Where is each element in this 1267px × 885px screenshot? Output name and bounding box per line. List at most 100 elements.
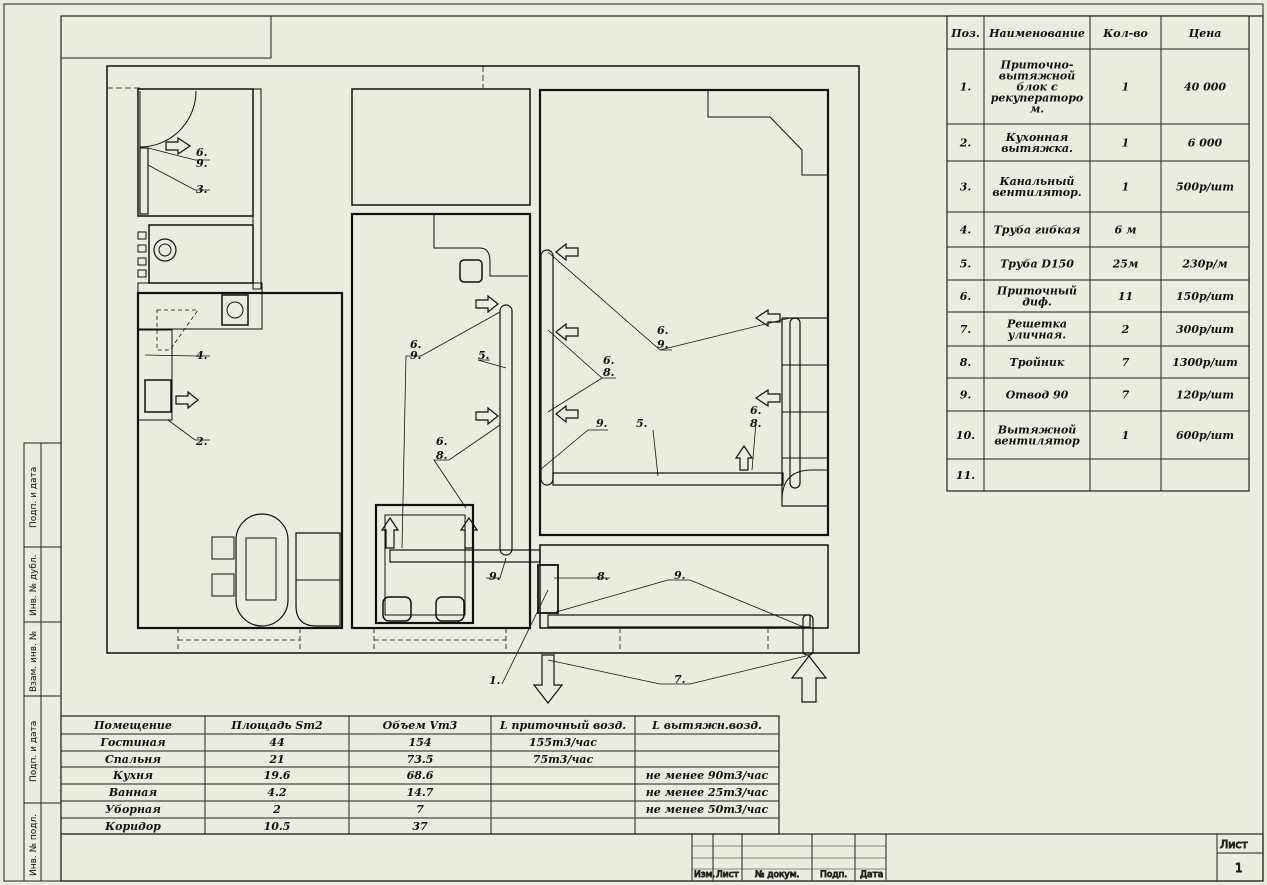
spec-row-name-line: Канальный xyxy=(999,175,1075,188)
spec-row-price: 300р/шт xyxy=(1176,323,1234,336)
spec-row-qty: 7 xyxy=(1122,389,1130,402)
callout-6-bed-2: 6. xyxy=(436,435,448,448)
spec-row-name-line: блок с xyxy=(1016,81,1058,94)
callout-9-lower: 9. xyxy=(674,569,686,582)
sheet-label: Лист xyxy=(1220,838,1248,851)
callout-leaders xyxy=(144,147,807,685)
lower-corridor xyxy=(539,544,829,629)
room-header-2: Объем Vm3 xyxy=(383,719,458,732)
bed xyxy=(374,503,475,625)
spec-row-pos: 9. xyxy=(960,389,972,402)
spec-row-pos: 8. xyxy=(960,356,972,369)
spec-row-qty: 6 м xyxy=(1115,224,1137,237)
callout-5-living: 5. xyxy=(636,417,648,430)
kitchen-living-room xyxy=(136,291,344,630)
room-cell: Ванная xyxy=(108,786,158,799)
room-cell: не менее 25m3/час xyxy=(646,786,769,799)
tb-col-izm: Изм. xyxy=(694,870,715,880)
callout-3: 3. xyxy=(196,183,208,196)
stamp-sign-date-2: Подп. и дата xyxy=(29,721,39,782)
stamp-replace-inv: Взам. инв. № xyxy=(29,631,39,692)
room-cell: 154 xyxy=(409,736,432,749)
room-cell: Коридор xyxy=(104,820,161,833)
room-cell: 37 xyxy=(412,820,428,833)
stamp-sign-date-1: Подп. и дата xyxy=(29,467,39,528)
spec-row-price: 230р/м xyxy=(1181,258,1227,271)
spec-header-2: Кол-во xyxy=(1102,27,1148,40)
spec-header-0: Поз. xyxy=(950,27,980,40)
hall-room xyxy=(351,88,531,206)
callout-6-bath: 6. xyxy=(196,146,208,159)
spec-row-name-line: Вытяжной xyxy=(997,424,1077,437)
spec-row-price: 600р/шт xyxy=(1176,429,1234,442)
spec-row-name-line: Приточно- xyxy=(1000,59,1074,72)
spec-row-qty: 2 xyxy=(1121,323,1130,336)
callout-8-living: 8. xyxy=(750,417,762,430)
stamp-orig-inv: Инв. № подл. xyxy=(29,814,39,876)
tb-col-doc: № докум. xyxy=(755,870,799,880)
room-cell: Уборная xyxy=(105,803,161,816)
callout-9-bed-2: 9. xyxy=(489,570,501,583)
spec-row-qty: 25м xyxy=(1112,258,1139,271)
callout-9-bath: 9. xyxy=(196,157,208,170)
spec-row-qty: 11 xyxy=(1118,290,1133,303)
room-cell: 68.6 xyxy=(407,769,434,782)
spec-row-pos: 6. xyxy=(960,290,972,303)
spec-row-name-line: Решетка xyxy=(1006,318,1067,331)
spec-row-pos: 11. xyxy=(956,469,975,482)
sheet-number: 1 xyxy=(1235,861,1243,875)
floor-plan xyxy=(106,65,860,704)
callout-6-living: 6. xyxy=(657,324,669,337)
callout-6-living-2: 6. xyxy=(750,404,762,417)
room-cell: 44 xyxy=(269,736,284,749)
room-header-1: Площадь Sm2 xyxy=(230,719,323,732)
callout-2: 2. xyxy=(195,435,208,448)
spec-row-pos: 3. xyxy=(960,181,972,194)
spec-row-name-line: вентилятор. xyxy=(992,186,1081,199)
corner-stamp xyxy=(60,15,272,59)
spec-row-name-line: Тройник xyxy=(1010,356,1065,369)
living-room xyxy=(538,88,830,537)
spec-row-price: 1300р/шт xyxy=(1172,356,1238,369)
spec-row-price: 150р/шт xyxy=(1176,290,1234,303)
room-cell: 75m3/час xyxy=(533,753,594,766)
callout-4: 4. xyxy=(196,349,208,362)
spec-row-qty: 1 xyxy=(1122,137,1130,150)
callout-9-corr: 9. xyxy=(596,417,608,430)
spec-row-name-line: Отвод 90 xyxy=(1006,389,1069,402)
callout-7: 7. xyxy=(674,673,686,686)
tb-col-list: Лист xyxy=(716,870,739,880)
spec-row-name-line: вытяжной xyxy=(999,70,1076,83)
spec-row-price: 6 000 xyxy=(1188,137,1223,150)
callout-8-bed: 8. xyxy=(436,449,448,462)
room-cell: 21 xyxy=(268,753,284,766)
room-cell: 14.7 xyxy=(407,786,434,799)
spec-row-pos: 4. xyxy=(960,224,972,237)
bedroom-room xyxy=(350,212,532,630)
dining-table xyxy=(235,513,289,627)
spec-row-price: 500р/шт xyxy=(1176,181,1234,194)
spec-row-name-line: м. xyxy=(1030,103,1044,116)
room-cell: 73.5 xyxy=(407,753,434,766)
callout-9-living: 9. xyxy=(657,338,669,351)
spec-row-name-line: рекуператоро xyxy=(991,92,1084,105)
duct-lines xyxy=(139,147,814,656)
spec-row-pos: 10. xyxy=(956,429,975,442)
room-cell: 155m3/час xyxy=(529,736,597,749)
diffuser-arrows xyxy=(165,136,828,704)
room-cell: Спальня xyxy=(105,753,161,766)
callout-labels: 6. 9. 3. 4. 2. 6. 9. 5. 6. 8. 9. 6. 9. 6… xyxy=(195,146,762,687)
spec-row-pos: 7. xyxy=(960,323,972,336)
room-cell: не менее 50m3/час xyxy=(646,803,769,816)
callout-1: 1. xyxy=(489,674,501,687)
spec-row-qty: 7 xyxy=(1122,356,1130,369)
spec-row-name-line: Труба гибкая xyxy=(994,224,1081,237)
spec-row-pos: 5. xyxy=(960,258,972,271)
callout-8-unit: 8. xyxy=(597,570,609,583)
callout-9-bed: 9. xyxy=(410,349,422,362)
room-header-3: L приточный возд. xyxy=(499,719,626,732)
spec-row-name-line: диф. xyxy=(1022,296,1052,309)
